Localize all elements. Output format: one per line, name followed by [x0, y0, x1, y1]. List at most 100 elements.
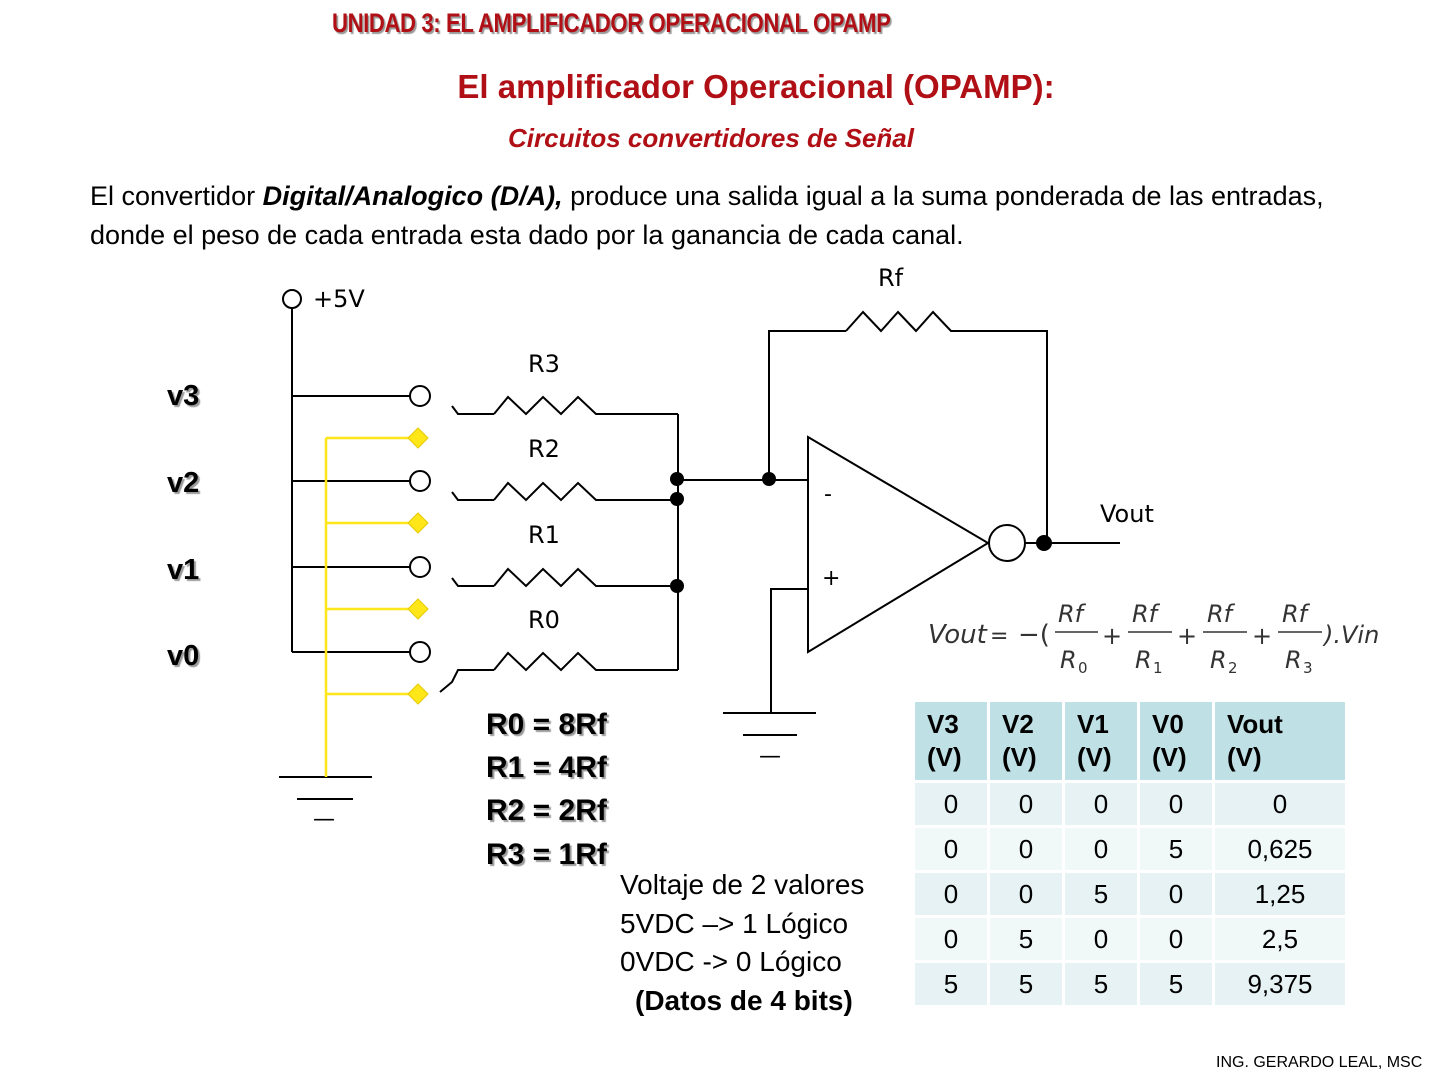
formula-num-0: Rf	[1058, 600, 1087, 628]
formula-sub-0: 0	[1078, 659, 1088, 677]
note-line: 0VDC -> 0 Lógico	[620, 946, 842, 977]
table-cell: 5	[1065, 963, 1137, 1005]
switch-terminal-v2	[409, 470, 431, 492]
formula-close: ).Vin	[1322, 621, 1379, 649]
formula-plus-1: +	[1102, 622, 1122, 650]
formula-sub-3: 3	[1303, 659, 1313, 677]
table-header-row: V3 (V) V2 (V) V1 (V) V0 (V) Vout (V)	[915, 702, 1345, 780]
switch-blade-v2	[451, 491, 494, 501]
table-cell: 0	[1140, 873, 1212, 915]
switch-ground-bus	[324, 436, 410, 777]
table-cell: 0	[915, 873, 987, 915]
resistor-label-r3: R3	[528, 350, 560, 378]
resistor-r0	[493, 651, 678, 672]
formula-lhs: Vout	[928, 620, 988, 650]
switch-ground-contact-4	[407, 683, 429, 705]
switch-blade-v3	[451, 405, 494, 415]
resistor-label-r0: R0	[528, 606, 560, 634]
switch-terminal-v3	[409, 385, 431, 407]
table-cell: 5	[1065, 873, 1137, 915]
table-cell: 0	[1065, 783, 1137, 825]
formula-equals: =	[990, 624, 1008, 649]
opamp-minus-sign: -	[824, 482, 832, 507]
column-header-v1: V1 (V)	[1065, 702, 1137, 780]
switch-ground-contact-3	[407, 598, 429, 620]
resistor-value-r0: R0 = 8Rf	[486, 708, 607, 741]
resistor-rf	[845, 310, 1048, 543]
table-cell: 2,5	[1215, 918, 1345, 960]
table-cell: 0	[990, 873, 1062, 915]
junction-dot	[670, 472, 684, 486]
table-cell: 5	[1140, 828, 1212, 870]
table-cell: 0	[990, 783, 1062, 825]
supply-label: +5V	[313, 285, 365, 313]
formula-plus-3: +	[1252, 622, 1272, 650]
formula-den-2: R	[1210, 646, 1227, 674]
table-cell: 0	[1140, 918, 1212, 960]
formula-num-3: Rf	[1282, 600, 1311, 628]
output-label: Vout	[1100, 500, 1154, 528]
formula-num-1: Rf	[1132, 600, 1161, 628]
column-header-v2: V2 (V)	[990, 702, 1062, 780]
switch-ground-mark: —	[313, 807, 335, 832]
switch-ground-contact-2	[407, 512, 429, 534]
switch-terminal-v0	[409, 641, 431, 663]
table-cell: 0	[915, 783, 987, 825]
note-line: Voltaje de 2 valores	[620, 869, 865, 900]
note-line: 5VDC –> 1 Lógico	[620, 907, 849, 939]
column-header-vout: Vout (V)	[1215, 702, 1345, 780]
table-cell: 5	[990, 963, 1062, 1005]
formula-sub-1: 1	[1153, 659, 1163, 677]
switch-blade-v0	[439, 669, 494, 693]
table-cell: 5	[990, 918, 1062, 960]
opamp-plus-sign: +	[822, 566, 840, 591]
table-row: 0 5 0 0 2,5	[915, 918, 1345, 960]
opamp-output-bubble	[988, 524, 1026, 562]
voltage-notes: Voltaje de 2 valores 5VDC –> 1 Lógico 0V…	[620, 866, 864, 1020]
formula-sub-2: 2	[1228, 659, 1238, 677]
junction-dot	[670, 492, 684, 506]
table-cell: 1,25	[1215, 873, 1345, 915]
resistor-value-r1: R1 = 4Rf	[486, 751, 607, 784]
table-cell: 0	[990, 828, 1062, 870]
opamp-ground-mark: —	[759, 744, 781, 769]
table-cell: 0	[1215, 783, 1345, 825]
resistor-label-r1: R1	[528, 521, 560, 549]
intro-prefix: El convertidor	[90, 181, 263, 211]
switch-terminal-v1	[409, 556, 431, 578]
input-label-v3: v3	[167, 380, 200, 412]
resistor-value-r3: R3 = 1Rf	[486, 838, 607, 871]
resistor-r1	[493, 567, 678, 588]
resistor-value-r2: R2 = 2Rf	[486, 794, 607, 827]
formula-den-3: R	[1285, 646, 1302, 674]
formula-den-1: R	[1135, 646, 1152, 674]
intro-paragraph: El convertidor Digital/Analogico (D/A), …	[90, 177, 1350, 255]
junction-dot	[1036, 535, 1052, 551]
table-row: 0 0 0 0 0	[915, 783, 1345, 825]
resistor-r2	[493, 481, 678, 502]
table-row: 5 5 5 5 9,375	[915, 963, 1345, 1005]
supply-terminal	[282, 289, 302, 309]
main-title: El amplificador Operacional (OPAMP):	[457, 68, 1055, 105]
formula-open: −(	[1018, 620, 1050, 650]
intro-suffix: produce una salida igual a la suma ponde…	[90, 181, 1324, 250]
table-cell: 5	[915, 963, 987, 1005]
plus-input-wire	[770, 588, 808, 712]
table-cell: 5	[1140, 963, 1212, 1005]
table-cell: 0	[1140, 783, 1212, 825]
column-header-v3: V3 (V)	[915, 702, 987, 780]
formula-num-2: Rf	[1207, 600, 1236, 628]
table-row: 0 0 0 5 0,625	[915, 828, 1345, 870]
junction-dot	[670, 579, 684, 593]
column-header-v0: V0 (V)	[1140, 702, 1212, 780]
switch-ground-contact-1	[407, 427, 429, 449]
subtitle: Circuitos convertidores de Señal	[507, 123, 914, 153]
intro-emphasis: Digital/Analogico (D/A),	[262, 181, 563, 211]
opamp-body	[807, 435, 990, 654]
truth-table: V3 (V) V2 (V) V1 (V) V0 (V) Vout (V) 0 0…	[912, 699, 1348, 1008]
input-label-v0: v0	[167, 640, 200, 672]
formula-plus-2: +	[1177, 622, 1197, 650]
resistor-label-r2: R2	[528, 435, 560, 463]
formula-den-0: R	[1060, 646, 1077, 674]
